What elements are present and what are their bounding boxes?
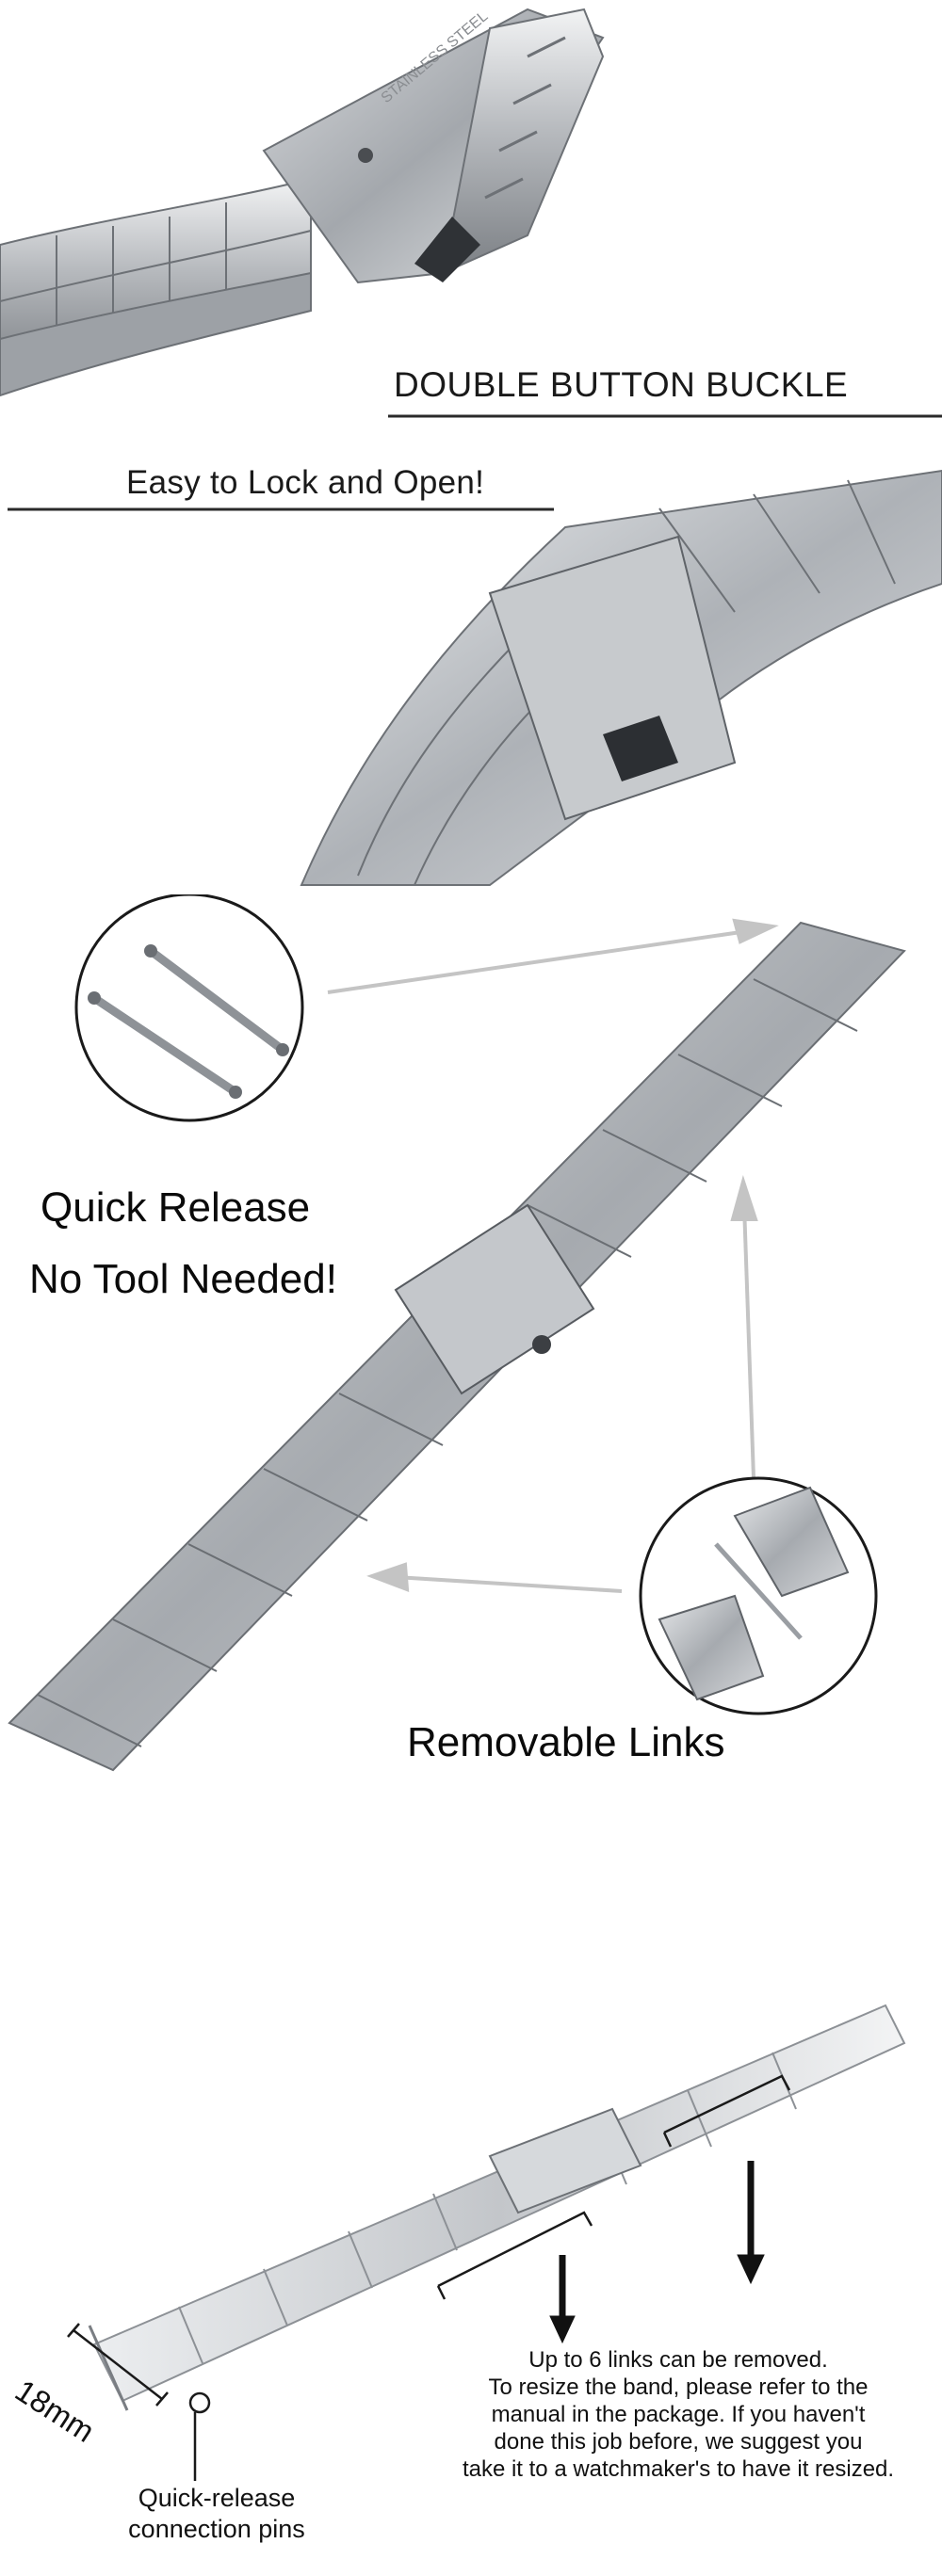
note-line: manual in the package. If you haven't (491, 2402, 866, 2427)
sizing-illustration (67, 2004, 906, 2481)
bracelet-diagonal (8, 921, 906, 1772)
quick-release-pins-label: Quick-release connection pins (104, 2483, 330, 2545)
double-button-buckle-title: DOUBLE BUTTON BUCKLE (394, 365, 849, 404)
spring-bar-icon (74, 894, 304, 1122)
arrow-icon (549, 2161, 765, 2344)
removable-links-label: Removable Links (407, 1719, 725, 1765)
no-tool-needed-label: No Tool Needed! (29, 1256, 337, 1302)
removable-section-brackets (436, 2074, 791, 2300)
sizing-panel (0, 1930, 942, 2576)
features-panel (0, 894, 942, 1836)
quick-release-label: Quick Release (41, 1184, 311, 1231)
note-line: take it to a watchmaker's to have it res… (462, 2456, 895, 2482)
note-line: done this job before, we suggest you (494, 2429, 863, 2455)
band-links-right (414, 8, 605, 282)
note-line: Up to 6 links can be removed. (528, 2347, 828, 2373)
band-bracelet (300, 469, 942, 886)
bracelet-flat (88, 2004, 906, 2411)
buckle-open-illustration (8, 469, 942, 886)
buckle-flat (488, 2107, 642, 2214)
buckle-closeup-illustration: STAINLESS STEEL (0, 8, 942, 418)
buckle-center (394, 1203, 595, 1395)
band-links (0, 177, 312, 397)
removable-link-icon (639, 1476, 878, 1715)
buckle-open-panel (0, 443, 942, 894)
easy-lock-open-title: Easy to Lock and Open! (126, 464, 485, 501)
pins-line: Quick-release (138, 2484, 296, 2512)
features-illustration (8, 894, 906, 1772)
resize-note: Up to 6 links can be removed. To resize … (414, 2346, 942, 2483)
pins-line: connection pins (128, 2515, 305, 2543)
pins-pointer (188, 2391, 211, 2481)
width-dimension (67, 2323, 169, 2407)
buckle-closeup-panel: STAINLESS STEEL (0, 0, 942, 443)
note-line: To resize the band, please refer to the (488, 2375, 869, 2400)
buckle-clasp (488, 535, 737, 821)
arrow-icon (327, 918, 779, 1593)
